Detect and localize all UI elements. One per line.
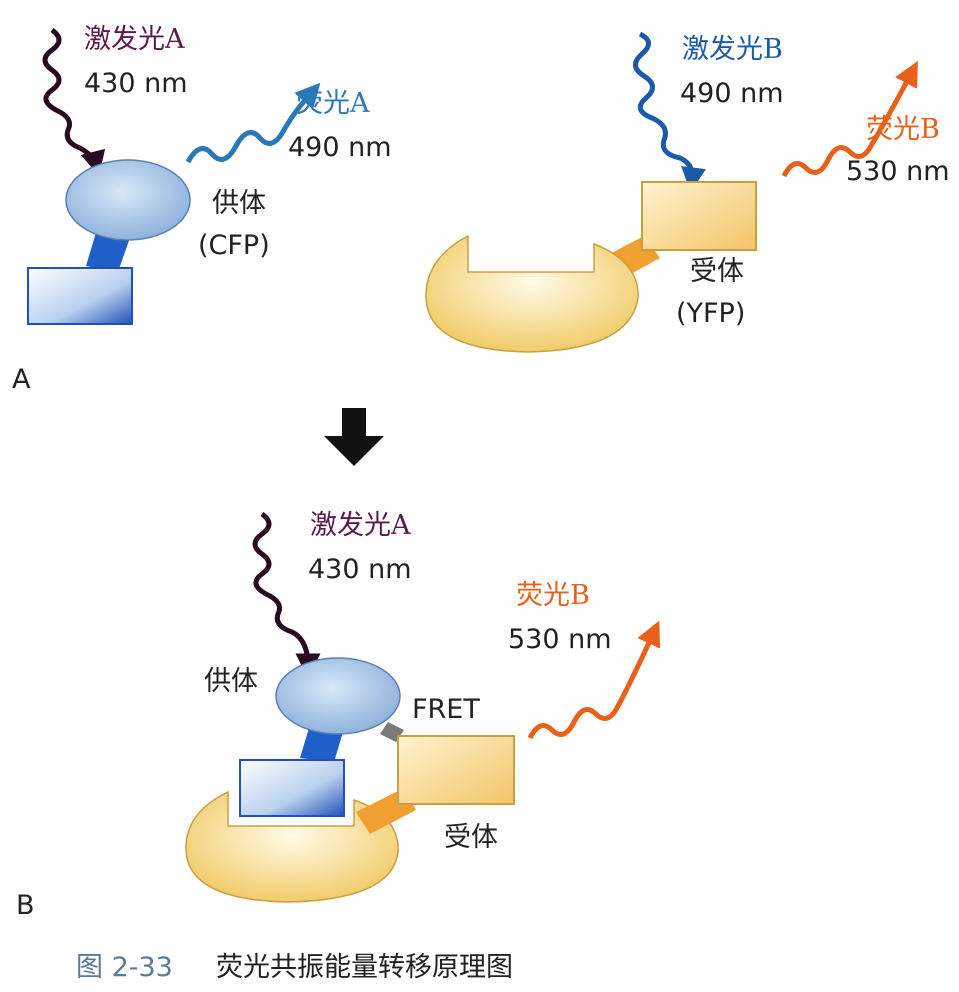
donor-name: 供体 [212, 188, 266, 219]
transition-arrow [324, 408, 384, 466]
fret-label: FRET [412, 694, 480, 725]
panel-b-acceptor-box [397, 735, 515, 805]
panel-b-donor-box [239, 759, 345, 817]
excitation-a-wave [42, 27, 106, 177]
acceptor-protein: (YFP) [676, 298, 745, 329]
donor-protein: (CFP) [198, 230, 270, 261]
down-arrow-icon [324, 408, 384, 466]
excitation-b-name: 激发光B [682, 34, 783, 65]
excitation-a-wavelength: 430 nm [84, 68, 188, 99]
panel-b-complex [185, 511, 661, 903]
panel-b-text: 激发光A 430 nm 荧光B 530 nm 供体 FRET 受体 B [16, 510, 612, 921]
caption-title: 荧光共振能量转移原理图 [216, 952, 513, 983]
panel-b-fluorescence-wave [527, 620, 661, 740]
fluorescence-b-name: 荧光B [866, 114, 940, 145]
excitation-b-wavelength: 490 nm [680, 78, 784, 109]
panel-b-donor-name: 供体 [204, 666, 258, 697]
acceptor-box [641, 181, 757, 251]
acceptor-body [425, 234, 639, 353]
caption-number: 图 2-33 [76, 952, 173, 983]
panel-b-fluorescence-wavelength: 530 nm [508, 624, 612, 655]
fluorescence-a-wavelength: 490 nm [288, 132, 392, 163]
fluorescence-a-name: 荧光A [296, 88, 370, 119]
fluorescence-b-wave [781, 60, 918, 178]
excitation-b-wave [633, 31, 706, 193]
donor-oval [65, 159, 191, 241]
excitation-a-name: 激发光A [84, 24, 185, 55]
panel-a-text: 激发光A 430 nm 荧光A 490 nm 供体 (CFP) 激发光B 490… [12, 24, 950, 395]
fluorescence-b-wavelength: 530 nm [846, 156, 950, 187]
fluorescence-a-wave [185, 82, 321, 164]
panel-a-acceptor [425, 31, 918, 353]
panel-b-fluorescence-name: 荧光B [516, 580, 590, 611]
panel-b-donor-oval [275, 657, 401, 735]
panel-b-acceptor-name: 受体 [444, 822, 498, 853]
donor-box [27, 267, 133, 325]
panel-a-label: A [12, 364, 31, 395]
panel-b-excitation-wavelength: 430 nm [308, 554, 412, 585]
panel-b-excitation-wave [252, 511, 321, 679]
panel-a-donor [27, 27, 321, 325]
panel-b-label: B [16, 890, 35, 921]
figure-caption: 图 2-33 荧光共振能量转移原理图 [76, 952, 513, 983]
acceptor-name: 受体 [690, 256, 744, 287]
panel-b-excitation-name: 激发光A [310, 510, 411, 541]
